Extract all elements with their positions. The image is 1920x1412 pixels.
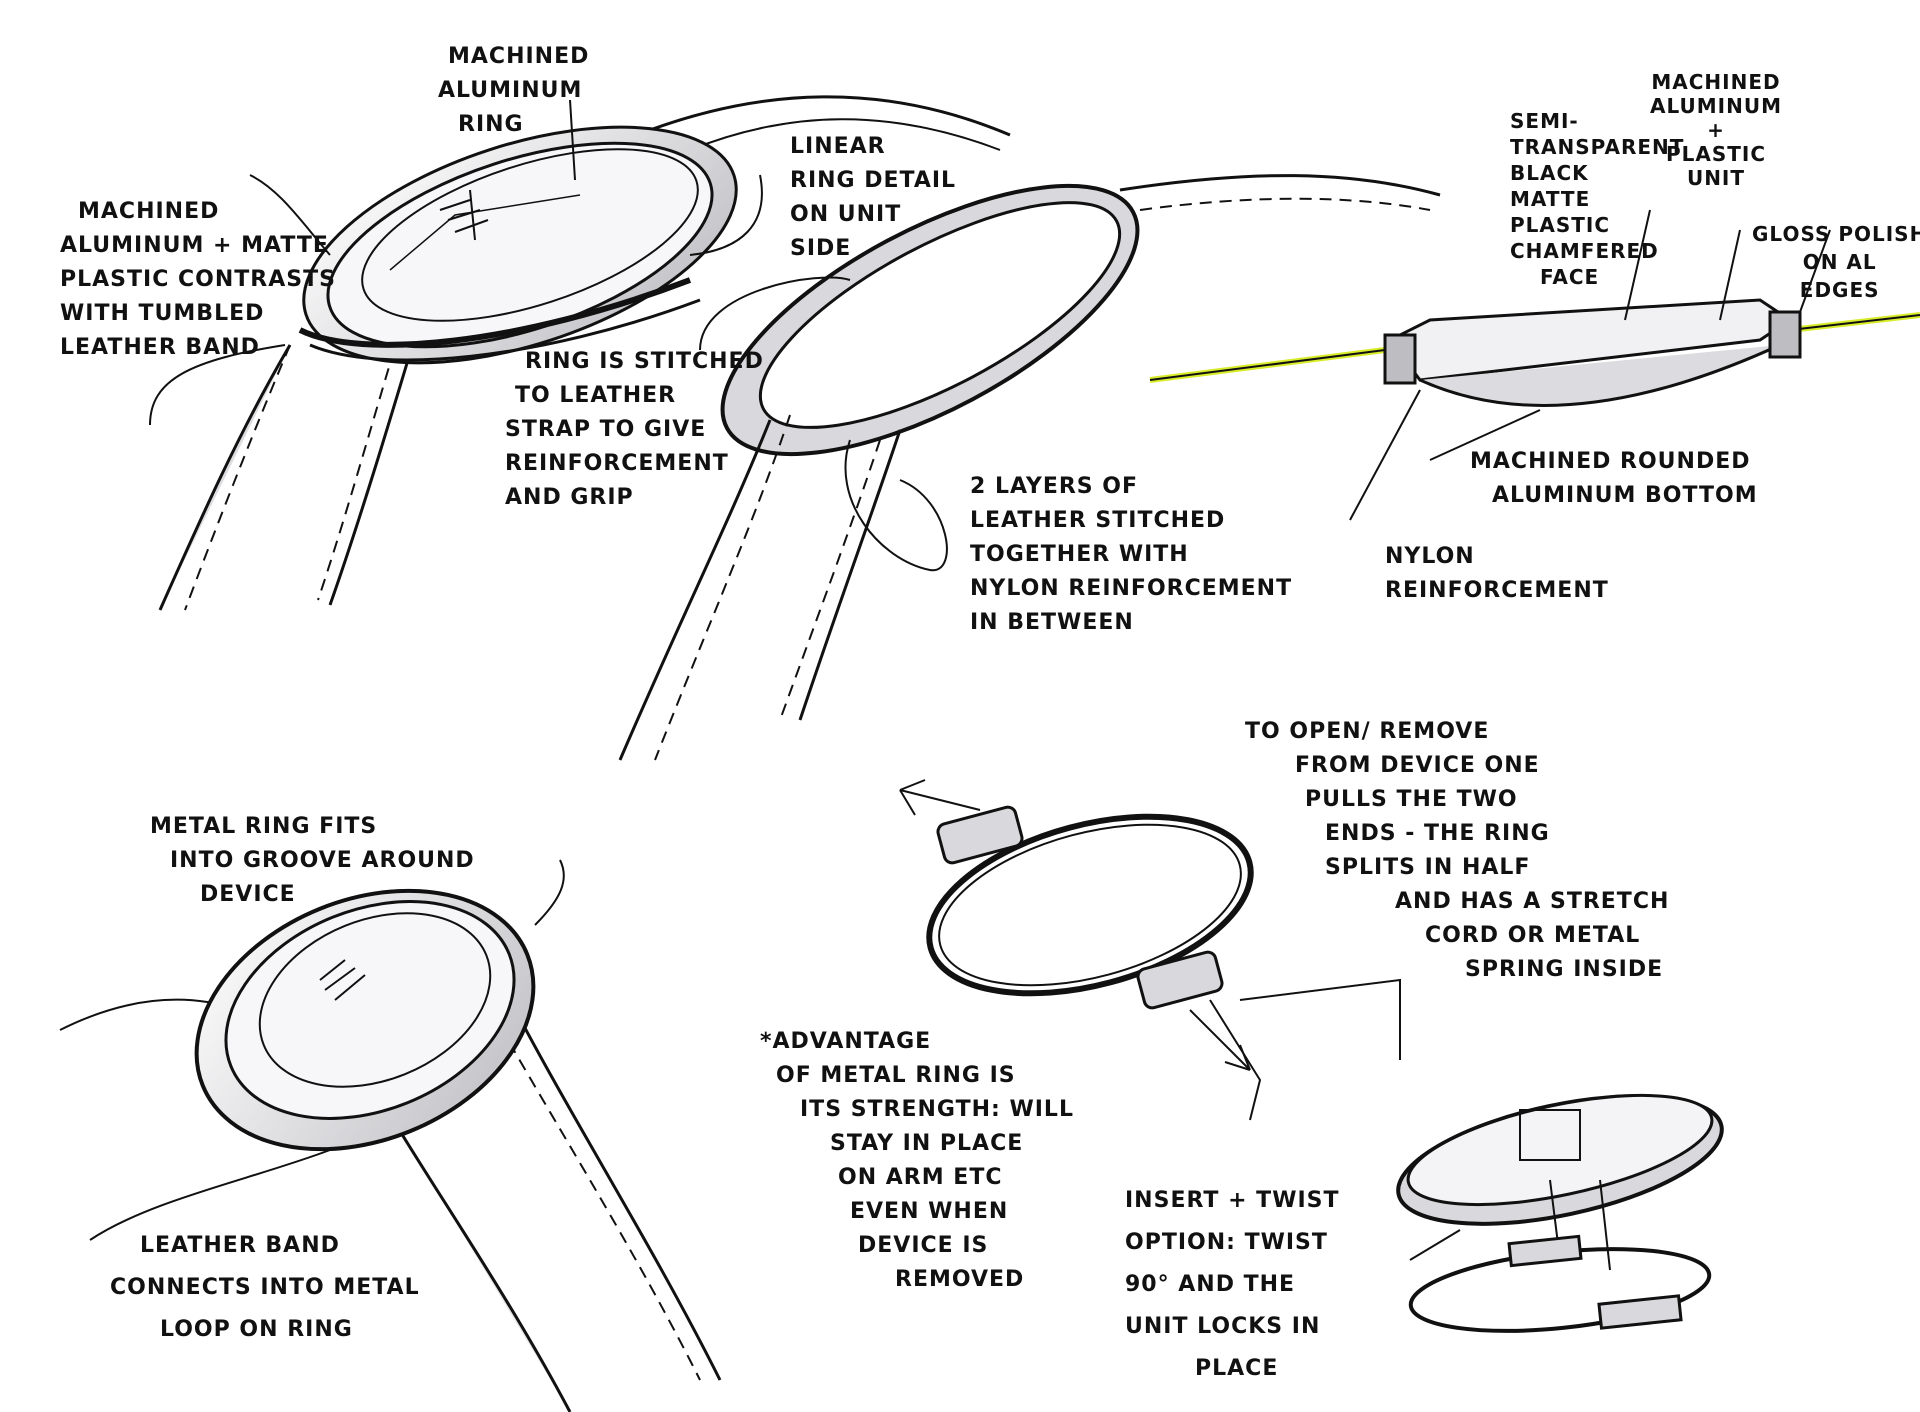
note-line: PLASTIC: [1510, 213, 1611, 237]
note-line: OF METAL RING IS: [776, 1063, 1016, 1088]
note-line: OPTION: TWIST: [1125, 1230, 1328, 1255]
note-machined-aluminum-ring: MACHINED ALUMINUM RING: [438, 40, 590, 142]
note-line: STAY IN PLACE: [830, 1131, 1024, 1156]
note-two-layers: 2 LAYERS OF LEATHER STITCHED TOGETHER WI…: [970, 470, 1292, 640]
note-line: CONNECTS INTO METAL: [110, 1275, 420, 1300]
note-line: ITS STRENGTH: WILL: [800, 1097, 1074, 1122]
note-line: SPLITS IN HALF: [1325, 855, 1531, 880]
note-leather-band: LEATHER BAND CONNECTS INTO METAL LOOP ON…: [110, 1225, 420, 1351]
split-ring-sketch: [899, 779, 1401, 1121]
note-line: LOOP ON RING: [160, 1317, 353, 1342]
note-machined-bottom: MACHINED ROUNDED ALUMINUM BOTTOM: [1470, 445, 1758, 513]
note-line: RING DETAIL: [790, 168, 957, 193]
note-line: 90° AND THE: [1125, 1272, 1296, 1297]
note-line: TO LEATHER: [515, 383, 677, 408]
note-line: 2 LAYERS OF: [970, 474, 1139, 499]
note-line: WITH TUMBLED: [60, 301, 265, 326]
note-line: AND HAS A STRETCH: [1395, 889, 1670, 914]
note-line: INTO GROOVE AROUND: [170, 848, 475, 873]
note-line: ALUMINUM: [438, 78, 583, 103]
note-line: PLASTIC CONTRASTS: [60, 267, 336, 292]
note-line: EVEN WHEN: [850, 1199, 1009, 1224]
note-line: ALUMINUM BOTTOM: [1492, 483, 1758, 508]
note-line: IN BETWEEN: [970, 610, 1134, 635]
note-line: INSERT + TWIST: [1125, 1188, 1340, 1213]
note-line: STRAP TO GIVE: [505, 417, 707, 442]
note-line: SEMI-: [1510, 109, 1579, 133]
note-advantage: *ADVANTAGE OF METAL RING IS ITS STRENGTH…: [760, 1025, 1074, 1297]
note-line: PLASTIC: [1665, 142, 1767, 166]
note-line: FACE: [1540, 265, 1600, 289]
note-line: MATTE: [1510, 187, 1591, 211]
note-line: REINFORCEMENT: [1385, 578, 1609, 603]
insert-twist-sketch: [1396, 1093, 1724, 1333]
note-line: LEATHER STITCHED: [970, 508, 1226, 533]
watch-sketch-bottom-left: [59, 859, 722, 1412]
note-line: ALUMINUM + MATTE: [60, 233, 329, 258]
note-ring-stitched: RING IS STITCHED TO LEATHER STRAP TO GIV…: [505, 345, 764, 515]
note-contrast: MACHINED ALUMINUM + MATTE PLASTIC CONTRA…: [60, 195, 336, 365]
note-line: MACHINED: [78, 199, 220, 224]
note-line: TOGETHER WITH: [970, 542, 1189, 567]
note-line: *ADVANTAGE: [760, 1029, 932, 1054]
note-line: LEATHER BAND: [60, 335, 260, 360]
note-open-remove: TO OPEN/ REMOVE FROM DEVICE ONE PULLS TH…: [1245, 715, 1669, 987]
note-line: REMOVED: [895, 1267, 1025, 1292]
note-insert-twist: INSERT + TWIST OPTION: TWIST 90° AND THE…: [1125, 1180, 1340, 1390]
note-line: CHAMFERED: [1510, 239, 1659, 263]
note-line: REINFORCEMENT: [505, 451, 729, 476]
note-semi-transparent: SEMI- TRANSPARENT BLACK MATTE PLASTIC CH…: [1510, 108, 1684, 290]
note-aluminum-plastic-unit: MACHINED ALUMINUM + PLASTIC UNIT: [1650, 70, 1782, 190]
note-line: ON AL: [1802, 250, 1877, 274]
note-line: +: [1707, 118, 1725, 142]
note-linear-ring-detail: LINEAR RING DETAIL ON UNIT SIDE: [790, 130, 956, 266]
note-line: NYLON REINFORCEMENT: [970, 576, 1293, 601]
note-line: RING IS STITCHED: [525, 349, 764, 374]
note-line: CORD OR METAL: [1425, 923, 1641, 948]
note-line: SPRING INSIDE: [1465, 957, 1664, 982]
section-sketch-top-right: [1149, 209, 1920, 521]
note-line: ALUMINUM: [1650, 94, 1782, 118]
note-line: DEVICE: [200, 882, 296, 907]
note-line: PULLS THE TWO: [1305, 787, 1518, 812]
note-line: NYLON: [1385, 544, 1475, 569]
note-line: RING: [458, 112, 524, 137]
note-line: METAL RING FITS: [150, 814, 378, 839]
note-gloss-polish: GLOSS POLISH ON AL EDGES: [1752, 220, 1920, 304]
note-line: GLOSS POLISH: [1752, 222, 1920, 246]
note-line: SIDE: [790, 236, 852, 261]
note-line: FROM DEVICE ONE: [1295, 753, 1540, 778]
note-line: ON ARM ETC: [838, 1165, 1003, 1190]
note-nylon-reinforcement: NYLON REINFORCEMENT: [1385, 540, 1609, 608]
note-line: ON UNIT: [790, 202, 902, 227]
note-line: UNIT LOCKS IN: [1125, 1314, 1321, 1339]
note-line: UNIT: [1686, 166, 1746, 190]
note-line: LEATHER BAND: [140, 1233, 340, 1258]
note-line: EDGES: [1799, 278, 1880, 302]
note-line: DEVICE IS: [858, 1233, 989, 1258]
watch-sketch-top-left: [149, 95, 1011, 611]
note-metal-ring-fits: METAL RING FITS INTO GROOVE AROUND DEVIC…: [150, 810, 475, 912]
note-line: TO OPEN/ REMOVE: [1245, 719, 1490, 744]
strap-sketch-top-middle: [618, 174, 1441, 761]
note-line: LINEAR: [790, 134, 886, 159]
note-line: PLACE: [1195, 1356, 1279, 1381]
note-line: AND GRIP: [505, 485, 634, 510]
note-line: TRANSPARENT: [1510, 135, 1685, 159]
note-line: ENDS - THE RING: [1325, 821, 1550, 846]
note-line: BLACK: [1510, 161, 1589, 185]
note-line: MACHINED: [1651, 70, 1781, 94]
note-line: MACHINED: [448, 44, 590, 69]
note-line: MACHINED ROUNDED: [1470, 449, 1751, 474]
